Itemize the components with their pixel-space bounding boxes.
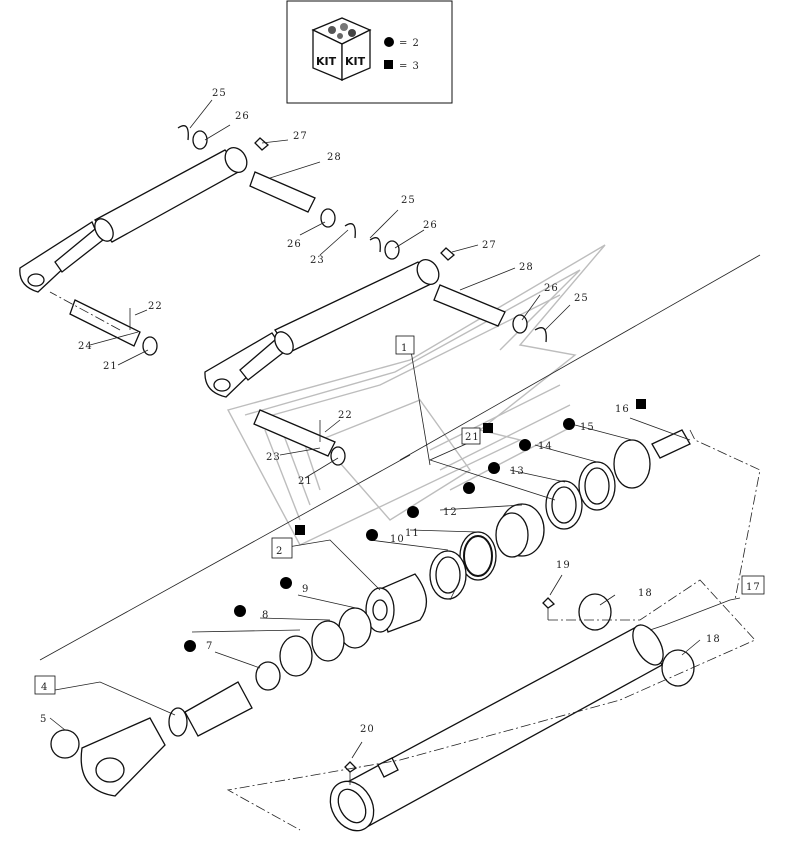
kit-circle-marker [280,577,292,589]
callout-4: 4 [41,682,48,693]
callout-23: 23 [266,452,281,463]
callout-25: 25 [574,293,589,304]
callout-27: 27 [482,240,497,251]
callout-21: 21 [465,432,480,443]
kit-circle-marker [519,439,531,451]
legend-square-icon [384,60,393,69]
callout-7: 7 [206,641,213,652]
rod-eye-end [50,707,188,797]
kit-circle-marker [366,529,378,541]
callout-26: 26 [544,283,559,294]
kit-legend: KIT KIT = 2 = 3 [286,0,453,104]
callout-28: 28 [519,262,534,273]
callout-23: 23 [310,255,325,266]
kit-circle-marker [407,506,419,518]
kit-box-icon [311,17,372,81]
legend-square-text: = 3 [399,61,420,72]
leader-lines [49,99,761,831]
callout-2: 2 [276,546,283,557]
callout-15: 15 [580,422,595,433]
guide-line [39,454,411,661]
callout-27: 27 [293,131,308,142]
callout-18: 18 [638,588,653,599]
callout-12: 12 [443,507,458,518]
callout-22: 22 [338,410,353,421]
callout-boxes [34,335,765,695]
lower-cylinder-barrel [329,593,695,832]
kit-circle-marker [488,462,500,474]
kit-circle-marker [184,640,196,652]
kit-circle-marker [563,418,575,430]
upper-cylinder-assembly-1 [19,125,356,356]
callout-22: 22 [148,301,163,312]
callout-17: 17 [746,582,761,593]
callout-19: 19 [556,560,571,571]
kit-circle-marker [234,605,246,617]
callout-labels: 2526272826232526272826252224211222321161… [40,88,761,735]
kit-circle-marker [463,482,475,494]
kit-square-marker [483,423,493,433]
callout-25: 25 [401,195,416,206]
callout-5: 5 [40,714,47,725]
callout-20: 20 [360,724,375,735]
callout-21: 21 [298,476,313,487]
legend-circle-icon [384,37,394,47]
kit-square-marker [636,399,646,409]
kit-label-right: KIT [345,55,366,68]
callout-13: 13 [510,466,525,477]
callout-24: 24 [78,341,93,352]
callout-26: 26 [235,111,250,122]
callout-18: 18 [706,634,721,645]
legend-circle-text: = 2 [399,38,420,49]
kit-square-marker [295,525,305,535]
callout-10: 10 [390,534,405,545]
callout-11: 11 [405,528,420,539]
guide-line [399,254,761,461]
callout-9: 9 [302,584,309,595]
callout-8: 8 [262,610,269,621]
upper-cylinder-assembly-2 [204,237,547,466]
callout-1: 1 [401,343,408,354]
callout-14: 14 [538,441,553,452]
callout-25: 25 [212,88,227,99]
callout-28: 28 [327,152,342,163]
callout-16: 16 [615,404,630,415]
callout-26: 26 [423,220,438,231]
callout-21: 21 [103,361,118,372]
callout-26: 26 [287,239,302,250]
seal-kit-parts [184,429,691,737]
kit-label-left: KIT [316,55,337,68]
